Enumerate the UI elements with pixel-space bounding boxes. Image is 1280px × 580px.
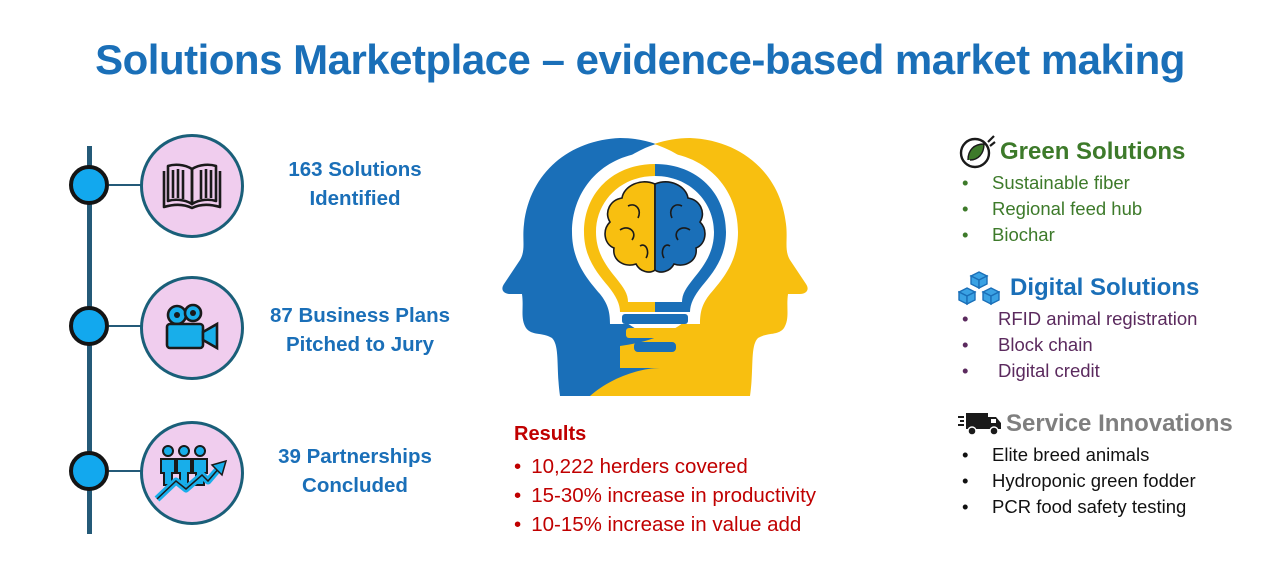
results-item: 15-30% increase in productivity [514, 481, 816, 510]
section-item: •Sustainable fiber [962, 172, 1130, 193]
results-item: 10,222 herders covered [514, 452, 816, 481]
section-item: •Regional feed hub [962, 198, 1143, 219]
step-label-line: 39 Partnerships [278, 445, 432, 468]
section-item: •Elite breed animals [962, 444, 1150, 465]
section-list: •RFID animal registration •Block chain •… [958, 306, 1199, 384]
step-label: 87 Business Plans Pitched to Jury [240, 301, 480, 359]
results-list: 10,222 herders covered 15-30% increase i… [514, 452, 816, 539]
digital-solutions-section: Digital Solutions •RFID animal registrat… [958, 270, 1199, 384]
people-growth-icon [154, 445, 228, 502]
results-title: Results [514, 423, 587, 445]
section-item: •PCR food safety testing [962, 496, 1187, 517]
timeline-dot [69, 451, 109, 491]
section-title: Digital Solutions [1010, 274, 1200, 301]
section-item: •Biochar [962, 224, 1055, 245]
blue-head-silhouette [502, 138, 690, 396]
timeline-dot [69, 165, 109, 205]
brain-icon [604, 181, 706, 273]
section-item: •Digital credit [962, 360, 1100, 381]
timeline-connector [109, 184, 143, 186]
section-heading: Green Solutions [958, 134, 1185, 170]
timeline-connector [109, 325, 143, 327]
step-label-line: Pitched to Jury [285, 333, 435, 356]
bulb-base-stripe [626, 328, 684, 338]
step-label-line: Concluded [302, 474, 408, 497]
page-title: Solutions Marketplace – evidence-based m… [95, 36, 1185, 83]
section-item: •Hydroponic green fodder [962, 470, 1196, 491]
step-label: 163 Solutions Identified [235, 155, 475, 213]
section-list: •Elite breed animals •Hydroponic green f… [958, 442, 1233, 520]
bulb-base-stripe [634, 342, 676, 352]
green-solutions-section: Green Solutions •Sustainable fiber •Regi… [958, 134, 1185, 248]
heads-lightbulb-illustration [502, 138, 808, 396]
open-book-icon [162, 163, 222, 210]
section-list: •Sustainable fiber •Regional feed hub •B… [958, 170, 1185, 248]
section-heading: Digital Solutions [958, 270, 1199, 306]
timeline-connector [109, 470, 143, 472]
step-label-line: 163 Solutions [288, 158, 422, 181]
results-item: 10-15% increase in value add [514, 510, 816, 539]
yellow-head-silhouette [590, 138, 808, 396]
section-item: •Block chain [962, 334, 1093, 355]
timeline-dot [69, 306, 109, 346]
step-label-line: Identified [309, 187, 401, 210]
step-icon-circle [140, 421, 244, 525]
step-icon-circle [140, 276, 244, 380]
step-label-line: 87 Business Plans [269, 304, 451, 327]
service-innovations-section: Service Innovations •Elite breed animals… [958, 406, 1233, 520]
section-heading: Service Innovations [958, 406, 1233, 442]
section-title: Green Solutions [1000, 138, 1186, 165]
delivery-truck-icon [958, 413, 1001, 436]
step-label: 39 Partnerships Concluded [235, 442, 475, 500]
bulb-base-stripe [622, 314, 688, 324]
section-title: Service Innovations [1006, 410, 1233, 437]
section-item: •RFID animal registration [962, 308, 1198, 329]
eco-plug-icon [959, 135, 996, 169]
step-icon-circle [140, 134, 244, 238]
video-camera-icon [165, 303, 219, 351]
blockchain-cubes-icon [958, 271, 1000, 306]
